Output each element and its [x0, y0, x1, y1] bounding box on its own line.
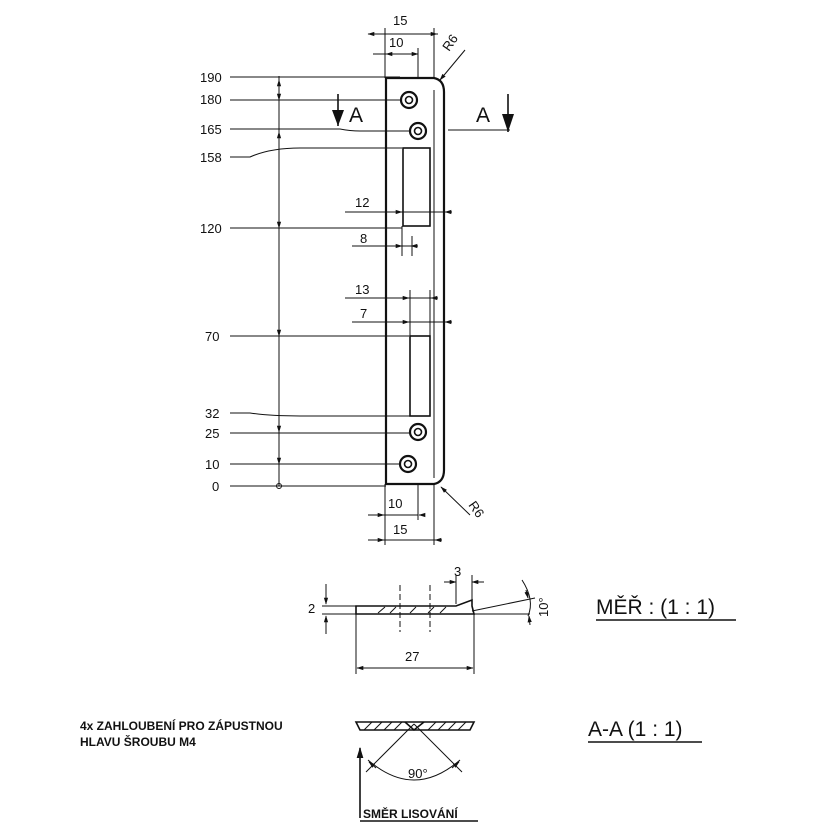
radius-bottom-label: R6 — [466, 498, 488, 520]
svg-text:A: A — [476, 104, 490, 127]
svg-text:A: A — [349, 104, 363, 127]
profile-dim-2: 2 — [308, 601, 315, 616]
section-mark-right: A — [476, 94, 514, 132]
dim-13: 13 — [355, 282, 369, 297]
screw-hole-180 — [399, 90, 419, 110]
dim-top-15: 15 — [393, 13, 407, 28]
dim-25: 25 — [205, 426, 219, 441]
profile-dim-3: 3 — [454, 564, 461, 579]
profile-hatch — [377, 606, 447, 614]
dim-180: 180 — [200, 92, 222, 107]
countersink-note-line2: HLAVU ŠROUBU M4 — [80, 734, 196, 749]
section-title: A-A (1 : 1) — [588, 718, 683, 741]
dim-158: 158 — [200, 150, 222, 165]
dim-7: 7 — [360, 306, 367, 321]
screw-hole-10 — [398, 454, 418, 474]
strike-plate-front-view: 190 180 165 158 120 70 32 25 10 0 15 10 … — [200, 13, 514, 545]
plate-outline — [384, 76, 446, 486]
screw-hole-165 — [408, 121, 428, 141]
scale-title: MĚŘ : (1 : 1) — [596, 596, 715, 619]
profile-dim-27: 27 — [405, 649, 419, 664]
countersink-note-line1: 4x ZAHLOUBENÍ PRO ZÁPUSTNOU — [80, 718, 283, 733]
section-a-a-view: 90° SMĚR LISOVÁNÍ 4x ZAHLOUBENÍ PRO ZÁPU… — [80, 718, 702, 822]
dim-32: 32 — [205, 406, 219, 421]
upper-latch-slot — [402, 147, 431, 227]
lower-latch-slot — [409, 335, 431, 417]
section-plate-body — [354, 721, 476, 731]
dim-70: 70 — [205, 329, 219, 344]
section-hatch — [363, 721, 467, 731]
dim-10: 10 — [205, 457, 219, 472]
dim-8: 8 — [360, 231, 367, 246]
section-mark-left: A — [332, 94, 363, 127]
dim-12: 12 — [355, 195, 369, 210]
dim-120: 120 — [200, 221, 222, 236]
radius-top-label: R6 — [439, 31, 461, 53]
dim-bottom-10: 10 — [388, 496, 402, 511]
press-direction-label: SMĚR LISOVÁNÍ — [363, 806, 458, 821]
screw-hole-25 — [408, 422, 428, 442]
profile-angle-10: 10° — [536, 597, 551, 617]
dim-165: 165 — [200, 122, 222, 137]
dim-top-10: 10 — [389, 35, 403, 50]
dim-0: 0 — [212, 479, 219, 494]
dim-190: 190 — [200, 70, 222, 85]
section-angle-90: 90° — [408, 766, 428, 781]
dim-bottom-15: 15 — [393, 522, 407, 537]
plate-profile-view: 2 3 10° 27 MĚŘ : (1 : 1) — [308, 564, 736, 674]
